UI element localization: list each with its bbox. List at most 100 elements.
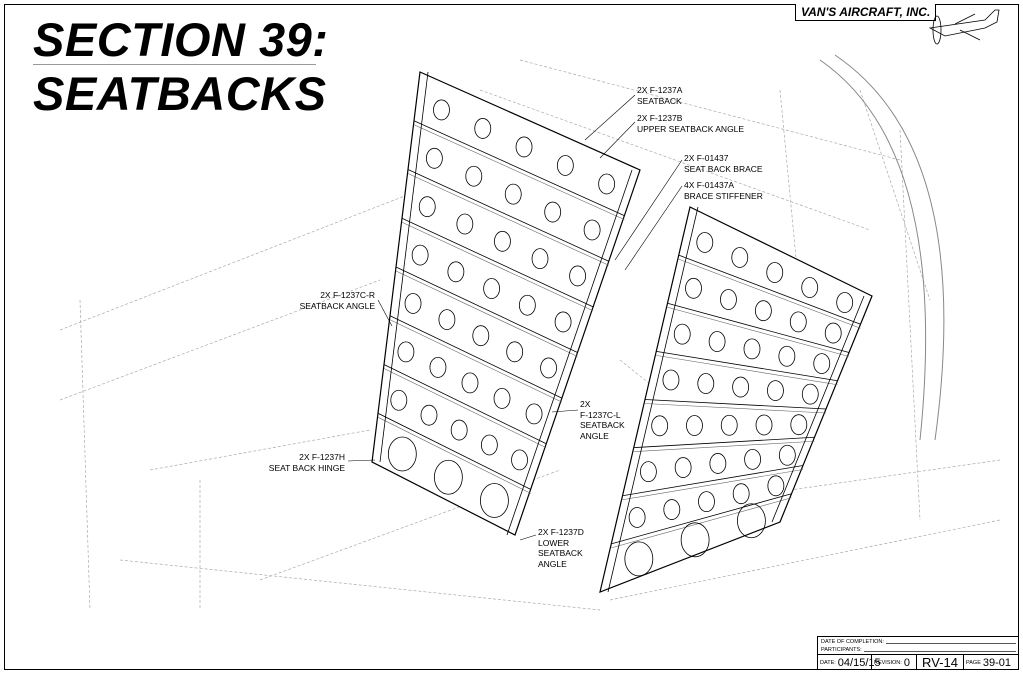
lightening-hole (766, 262, 784, 283)
lightening-hole (531, 248, 549, 270)
right-seatback-stiffener (667, 302, 850, 353)
lightening-hole (598, 173, 616, 195)
right-seatback-stiffener (633, 436, 815, 449)
airframe-line (59, 189, 421, 331)
lightening-hole (744, 448, 762, 470)
lightening-hole (778, 345, 796, 367)
right-seatback-stiffener (611, 497, 792, 549)
drawing-frame (4, 4, 1019, 670)
lightening-hole (674, 457, 692, 478)
callout-f1237a: 2X F-1237A SEATBACK (637, 85, 683, 106)
lightening-hole (737, 503, 766, 539)
left-seatback-stiffener (401, 217, 594, 308)
section-title: SECTION 39: (33, 13, 329, 66)
section-subtitle: SEATBACKS (33, 67, 327, 120)
leader-line (599, 121, 636, 159)
canopy-arc (834, 54, 945, 441)
lightening-hole (390, 389, 408, 411)
leader-line (551, 409, 579, 413)
right-seatback (599, 206, 873, 593)
left-seatback-stiffener (395, 270, 578, 357)
lightening-hole (696, 232, 714, 253)
left-seatback-stiffener (407, 173, 609, 266)
airframe-line (79, 299, 91, 611)
date-value: 04/15/15 (837, 656, 881, 669)
right-seatback-side-angle (771, 295, 865, 523)
lightening-hole (429, 356, 447, 378)
lightening-hole (506, 341, 524, 363)
callout-f1237d: 2X F-1237D LOWER SEATBACK ANGLE (538, 527, 584, 569)
leader-line (584, 94, 636, 141)
lightening-hole (493, 388, 511, 409)
airframe-line (859, 89, 931, 301)
lightening-hole (450, 419, 468, 441)
leader-line (347, 459, 376, 462)
left-seatback-stiffener (377, 412, 531, 490)
lightening-hole (673, 323, 691, 345)
lightening-hole (836, 292, 854, 313)
right-seatback-stiffener (622, 465, 804, 497)
airframe-line (59, 279, 381, 401)
date-of-completion-label: DATE OF COMPLETION: (821, 639, 884, 645)
left-seatback-stiffener (407, 169, 609, 262)
brand-label: VAN'S AIRCRAFT, INC. (795, 4, 937, 21)
lightening-hole (569, 265, 587, 287)
lightening-hole (686, 415, 703, 436)
lightening-hole (544, 201, 562, 223)
lightening-hole (474, 118, 492, 139)
lightening-hole (743, 338, 761, 360)
title-divider (33, 64, 316, 65)
left-seatback-stiffener (383, 368, 547, 449)
lightening-hole (709, 453, 727, 474)
right-seatback-stiffener (633, 440, 815, 452)
left-seatback-stiffener (389, 319, 563, 403)
left-seatback-stiffener (413, 120, 625, 216)
lightening-hole (420, 404, 438, 426)
lightening-hole (433, 99, 450, 121)
lightening-hole (583, 219, 601, 241)
right-seatback-stiffener (667, 306, 850, 357)
lightening-hole (628, 507, 646, 528)
callout-f01437a: 4X F-01437A BRACE STIFFENER (684, 180, 763, 201)
lightening-hole (790, 414, 808, 436)
page-value: 39-01 (982, 656, 1012, 669)
lightening-hole (480, 434, 498, 456)
lightening-hole (624, 541, 654, 577)
airframe-line (519, 59, 901, 161)
leader-line (614, 159, 683, 261)
right-seatback-side-angle (607, 206, 699, 593)
lightening-hole (494, 230, 511, 252)
lightening-hole (754, 300, 772, 322)
lightening-hole (767, 380, 784, 402)
left-seatback-stiffener (395, 266, 578, 353)
lightening-hole (732, 376, 750, 398)
lightening-hole (387, 436, 417, 472)
lightening-hole (755, 414, 773, 436)
page-label: PAGE (966, 659, 981, 666)
lightening-hole (447, 261, 465, 283)
callout-f1237b: 2X F-1237B UPPER SEATBACK ANGLE (637, 113, 745, 134)
airframe-line (479, 89, 871, 231)
lightening-hole (465, 165, 483, 187)
right-seatback-stiffener (622, 469, 804, 501)
lightening-hole (801, 277, 819, 298)
lightening-hole (518, 294, 536, 316)
callout-f1237h: 2X F-1237H SEAT BACK HINGE (268, 452, 345, 473)
lightening-hole (789, 311, 807, 333)
airframe-line (899, 129, 921, 521)
lightening-hole (483, 278, 501, 299)
lightening-hole (556, 155, 574, 176)
lightening-hole (720, 289, 737, 310)
right-seatback-stiffener (644, 399, 827, 410)
lightening-hole (554, 311, 572, 333)
revision-label: REVISION: (874, 659, 902, 666)
lightening-hole (813, 353, 831, 375)
leader-line (377, 299, 393, 327)
lightening-hole (456, 213, 474, 235)
leader-line (519, 534, 537, 541)
lightening-hole (708, 331, 726, 352)
lightening-hole (540, 357, 557, 379)
left-seatback-stiffener (389, 315, 563, 399)
right-seatback-stiffener (678, 254, 861, 325)
